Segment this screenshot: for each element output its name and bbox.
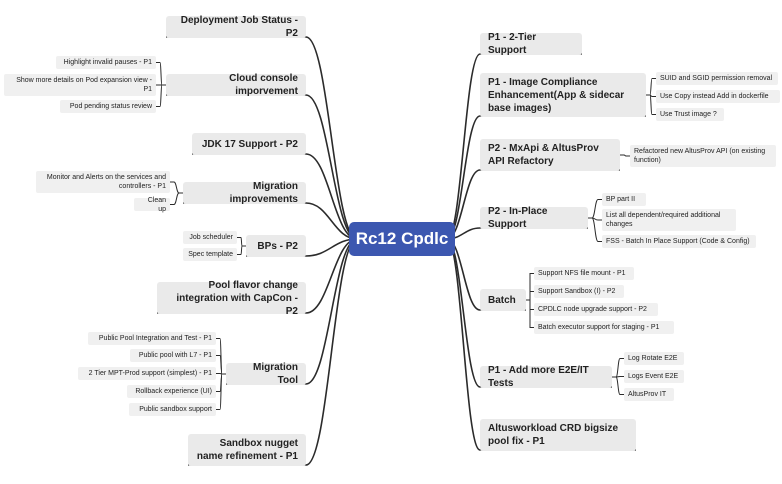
branch-migration-tool[interactable]: Migration Tool [226, 362, 306, 386]
branch-in-place-support[interactable]: P2 - In-Place Support [480, 206, 588, 230]
subtopic-item[interactable]: Spec template [183, 248, 237, 261]
subtopic-item[interactable]: Public pool with L7 - P1 [130, 349, 216, 362]
sub-connector [237, 237, 243, 247]
branch-connector [305, 36, 358, 240]
subtopic-item[interactable]: Public Pool Integration and Test - P1 [88, 332, 216, 345]
sub-connector [216, 373, 223, 410]
sub-connector [623, 154, 630, 157]
sub-connector [216, 355, 223, 375]
sub-connector [216, 373, 223, 375]
branch-jdk17[interactable]: JDK 17 Support - P2 [192, 133, 306, 155]
subtopic-item[interactable]: CPDLC node upgrade support - P2 [534, 303, 658, 316]
subtopic-item[interactable]: Rollback experience (UI) [127, 385, 216, 398]
subtopic-item[interactable]: Job scheduler [183, 231, 237, 244]
branch-migration-improvements[interactable]: Migration improvements [183, 181, 306, 205]
branch-mxapi-altusprov[interactable]: P2 - MxApi & AltusProv API Refactory [480, 139, 620, 171]
subtopic-item[interactable]: 2 Tier MPT-Prod support (simplest) - P1 [78, 367, 216, 380]
branch-deployment-job-status[interactable]: Deployment Job Status - P2 [166, 15, 306, 39]
sub-connector [156, 62, 163, 86]
branch-connector [305, 238, 358, 385]
branch-connector [305, 238, 358, 466]
subtopic-item[interactable]: Use Trust image ? [656, 108, 724, 121]
subtopic-item[interactable]: Monitor and Alerts on the services and c… [36, 171, 170, 193]
branch-sandbox-nugget[interactable]: Sandbox nugget name refinement - P1 [188, 434, 306, 466]
branch-connector [446, 115, 481, 240]
root-topic[interactable]: Rc12 Cpdlc [349, 222, 455, 256]
branch-connector [446, 238, 481, 451]
subtopic-item[interactable]: Public sandbox support [129, 403, 216, 416]
branch-2-tier-support[interactable]: P1 - 2-Tier Support [480, 32, 582, 56]
subtopic-item[interactable]: Highlight invalid pauses - P1 [56, 56, 156, 69]
subtopic-item[interactable]: Log Rotate E2E [624, 352, 684, 365]
subtopic-item[interactable]: SUID and SGID permission removal [656, 72, 778, 85]
branch-e2e-tests[interactable]: P1 - Add more E2E/IT Tests [480, 365, 612, 389]
branch-batch[interactable]: Batch [480, 289, 526, 311]
sub-connector [237, 245, 243, 255]
branch-altusworkload-crd[interactable]: Altusworkload CRD bigsize pool fix - P1 [480, 419, 636, 451]
sub-connector [170, 181, 180, 194]
sub-connector [615, 376, 624, 395]
branch-image-compliance[interactable]: P1 - Image Compliance Enhancement(App & … [480, 73, 646, 117]
subtopic-item[interactable]: Clean up [134, 197, 170, 213]
sub-connector [156, 84, 163, 107]
sub-connector [649, 78, 656, 96]
subtopic-item[interactable]: Show more details on Pod expansion view … [4, 74, 156, 96]
subtopic-item[interactable]: Support NFS file mount - P1 [534, 267, 634, 280]
branch-connector [305, 94, 358, 240]
branch-cloud-console[interactable]: Cloud console imporvement [166, 73, 306, 97]
subtopic-item[interactable]: Use Copy instead Add in dockerfile [656, 90, 780, 103]
subtopic-item[interactable]: FSS - Batch In Place Support (Code & Con… [602, 235, 756, 248]
branch-connector [446, 238, 481, 388]
sub-connector [649, 94, 656, 115]
sub-connector [591, 217, 602, 242]
subtopic-item[interactable]: Refactored new AltusProv API (on existin… [630, 145, 776, 167]
sub-connector [170, 192, 180, 205]
subtopic-item[interactable]: BP part II [602, 193, 646, 206]
sub-connector [529, 291, 534, 301]
sub-connector [615, 376, 624, 378]
branch-connector [446, 53, 481, 240]
subtopic-item[interactable]: Pod pending status review [60, 100, 156, 113]
branch-pool-flavor[interactable]: Pool flavor change integration with CapC… [157, 280, 306, 317]
subtopic-item[interactable]: List all dependent/required additional c… [602, 209, 736, 231]
sub-connector [529, 299, 534, 328]
branch-bps[interactable]: BPs - P2 [246, 235, 306, 257]
subtopic-item[interactable]: Logs Event E2E [624, 370, 684, 383]
sub-connector [615, 358, 624, 378]
subtopic-item[interactable]: Support Sandbox (I) - P2 [534, 285, 624, 298]
subtopic-item[interactable]: AltusProv IT [624, 388, 674, 401]
sub-connector [591, 199, 602, 219]
sub-connector [591, 217, 602, 221]
subtopic-item[interactable]: Batch executor support for staging - P1 [534, 321, 674, 334]
